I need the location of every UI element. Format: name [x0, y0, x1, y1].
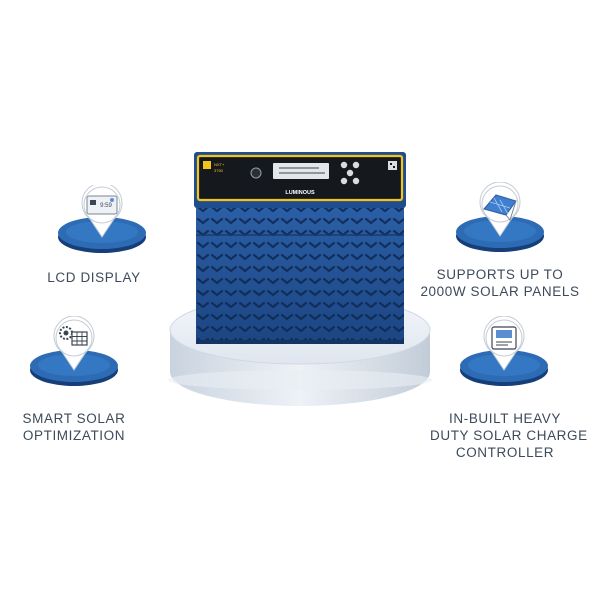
lcd-screen-icon: 9:59 [56, 185, 148, 261]
label-line: OPTIMIZATION [22, 428, 126, 443]
label-line: 2000W SOLAR PANELS [420, 284, 580, 299]
inverter-unit: NXT+ 3750 LUMINOUS [194, 152, 406, 344]
solar-panel-icon [454, 182, 546, 258]
brand-wordmark: LUMINOUS [285, 190, 315, 196]
smart-solar-label: SMART SOLAR OPTIMIZATION [4, 410, 144, 444]
svg-text:NXT+: NXT+ [214, 162, 225, 167]
solar-gear-icon [28, 316, 120, 392]
label-line: CONTROLLER [455, 445, 555, 460]
label-line: SUPPORTS UP TO [436, 267, 564, 282]
label-line: LCD DISPLAY [47, 270, 141, 285]
charge-controller-icon [458, 316, 550, 392]
lcd-display-label: LCD DISPLAY [24, 269, 164, 286]
svg-text:9:59: 9:59 [100, 203, 112, 209]
label-line: IN-BUILT HEAVY [449, 411, 561, 426]
solar-panels-label: SUPPORTS UP TO 2000W SOLAR PANELS [420, 266, 580, 300]
charge-controller-label: IN-BUILT HEAVY DUTY SOLAR CHARGE CONTROL… [430, 410, 588, 461]
label-line: DUTY SOLAR CHARGE [430, 428, 588, 443]
label-line: SMART SOLAR [22, 411, 126, 426]
svg-text:3750: 3750 [214, 168, 224, 173]
